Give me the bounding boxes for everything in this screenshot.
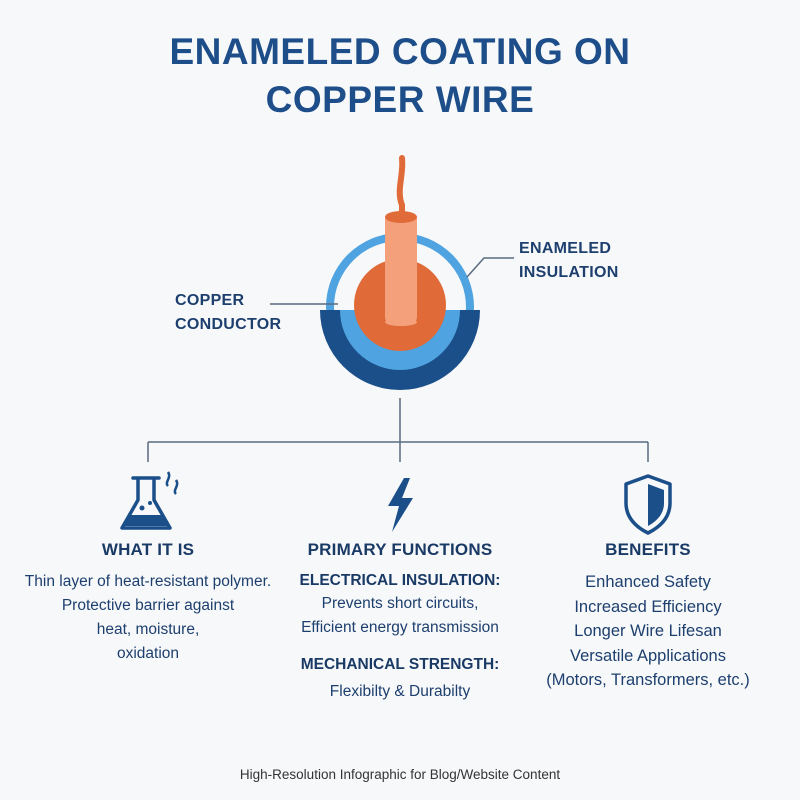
copper-conductor-label-line-2: CONDUCTOR (175, 316, 282, 333)
primary-functions-heading: PRIMARY FUNCTIONS (307, 540, 493, 559)
benefit-item: (Motors, Transformers, etc.) (546, 671, 750, 689)
benefit-item: Increased Efficiency (574, 597, 722, 616)
benefits-heading: BENEFITS (605, 540, 691, 559)
what-it-is-line: heat, moisture, (96, 621, 200, 638)
enameled-insulation-label-line-1: ENAMELED (519, 240, 612, 257)
what-it-is-line: Protective barrier against (61, 597, 235, 614)
enameled-insulation-label: ENAMELED INSULATION (519, 237, 619, 285)
footer-caption: High-Resolution Infographic for Blog/Web… (239, 767, 561, 782)
what-it-is-column: WHAT IT IS Thin layer of heat-resistant … (18, 540, 278, 666)
electrical-insulation-heading: ELECTRICAL INSULATION: (299, 572, 501, 589)
enameled-insulation-label-line-2: INSULATION (519, 264, 619, 281)
what-it-is-heading: WHAT IT IS (101, 540, 195, 559)
insulation-callout-line (466, 257, 514, 278)
mechanical-strength-line: Flexibilty & Durabilty (329, 683, 471, 700)
wire-top-cap (385, 211, 417, 223)
shield-icon (624, 474, 672, 535)
page-title: ENAMELED COATING ON COPPER WIRE (0, 28, 800, 124)
electrical-insulation-line: Prevents short circuits, (321, 595, 479, 612)
title-line-1: ENAMELED COATING ON (169, 31, 631, 72)
mechanical-strength-heading: MECHANICAL STRENGTH: (300, 656, 500, 673)
benefits-column: BENEFITS Enhanced Safety Increased Effic… (518, 540, 778, 693)
wire-tail (396, 155, 406, 225)
title-line-2: COPPER WIRE (265, 79, 535, 120)
what-it-is-line: Thin layer of heat-resistant polymer. (24, 573, 272, 590)
electrical-insulation-line: Efficient energy transmission (301, 619, 499, 636)
wire-cylinder (385, 213, 417, 323)
flask-icon (120, 471, 179, 530)
benefit-item: Enhanced Safety (585, 573, 711, 591)
what-it-is-line: oxidation (116, 645, 180, 662)
primary-functions-column: PRIMARY FUNCTIONS ELECTRICAL INSULATION:… (270, 540, 530, 704)
benefit-item: Longer Wire Lifesan (574, 622, 722, 640)
lightning-bolt-icon (388, 478, 413, 532)
copper-conductor-label: COPPER CONDUCTOR (175, 289, 281, 337)
copper-conductor-label-line-1: COPPER (175, 292, 245, 309)
wire-bottom-cap (385, 318, 417, 326)
benefit-item: Versatile Applications (570, 646, 726, 665)
